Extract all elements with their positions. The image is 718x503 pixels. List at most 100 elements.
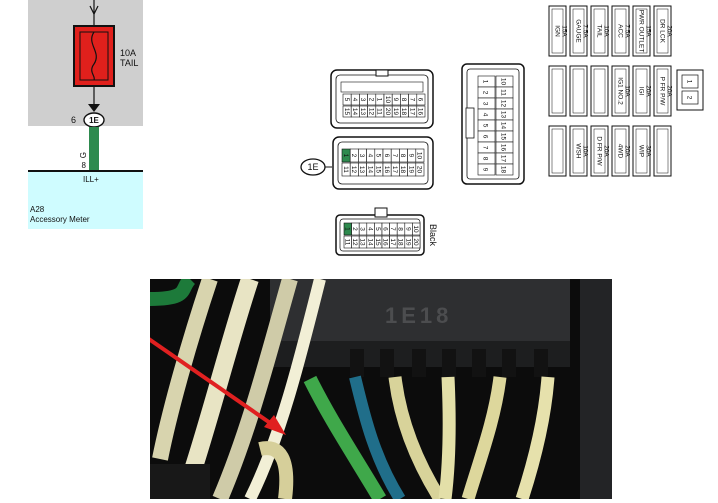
fuse-name-label: IGI <box>638 87 645 96</box>
fuse-slot-inner <box>614 68 627 114</box>
fuse-amp-label: 10A <box>624 85 631 97</box>
fuse-slot <box>653 5 672 57</box>
cream-wire-2 <box>181 279 259 482</box>
fuse-slot-inner <box>635 68 648 114</box>
tl-row1-pin-label: 4 <box>351 98 358 102</box>
fuse-name-label: GAUGE <box>575 19 582 43</box>
fuse-slot <box>569 65 588 117</box>
bt-row1-pin-label: 2 <box>351 227 358 231</box>
fuse-amp-label: 20A <box>666 25 673 37</box>
fuse-amp-label: 20A <box>603 145 610 157</box>
um-pin-label: 2 <box>482 91 489 95</box>
ml-row2-pin-label: 12 <box>350 166 357 174</box>
ml-row2-pin-label: 16 <box>383 166 390 174</box>
ml-row1-pin-label: 3 <box>358 154 365 158</box>
tl-row1-pin-label: 5 <box>343 98 350 102</box>
fuse-rating: 10A <box>120 48 136 58</box>
bt-row2-pin-label: 15 <box>374 238 381 246</box>
fuse-slot-inner <box>593 68 606 114</box>
um-col-a-cell <box>477 163 496 176</box>
ml-row2-cell <box>415 162 425 177</box>
fuse-amp-label: 30A <box>645 145 652 157</box>
tl-row1-cell <box>416 93 426 106</box>
um-col-b-cell <box>495 163 514 176</box>
connector-1e-tag: 1E <box>307 162 318 172</box>
fuse-amp-label: 15A <box>645 25 652 37</box>
um-pin-label: 15 <box>500 133 507 141</box>
ml-row2-pin-label: 18 <box>399 166 406 174</box>
fuse-amp-label: 7.5A <box>624 24 631 38</box>
fuse-name-label: TAIL <box>596 24 603 38</box>
tl-row2-pin-label: 13 <box>359 108 366 116</box>
fuse-slot-inner <box>572 8 585 54</box>
fuse-name-label: PWR OUTLET <box>638 10 645 53</box>
fuse-slot <box>632 125 651 177</box>
fuse-name-label: IG1 NO.2 <box>617 77 624 105</box>
tl-row1-pin-label: 6 <box>417 98 424 102</box>
connector-tag: 1E <box>89 116 99 125</box>
fuse-slot-inner <box>635 128 648 174</box>
ml-row1-pin-label: 10 <box>416 152 423 160</box>
fuse-amp-label: 20A <box>666 85 673 97</box>
fuse-slot <box>569 5 588 57</box>
um-pin-label: 14 <box>500 122 507 130</box>
ml-row1-pin-label: 6 <box>383 154 390 158</box>
tl-row2-pin-label: 12 <box>367 108 374 116</box>
fuse-slot-inner <box>656 128 669 174</box>
um-pin-label: 4 <box>482 113 489 117</box>
cream-wire-1 <box>152 279 218 461</box>
component-id: A28 <box>30 205 45 214</box>
tl-row1-pin-label: 8 <box>400 98 407 102</box>
wire-tan-1 <box>388 376 446 499</box>
fuse-slot-inner <box>614 128 627 174</box>
bt-row2-pin-label: 12 <box>351 238 358 246</box>
um-pin-label: 8 <box>482 157 489 161</box>
fuse-name-label: IGN <box>554 25 561 37</box>
fuse-name-label: ACC <box>617 24 624 38</box>
bt-row1-pin-label: 6 <box>382 227 389 231</box>
wire-color: G <box>79 152 88 158</box>
bt-row1-cell <box>412 222 421 236</box>
tl-row2-pin-label: 11 <box>376 108 383 115</box>
tl-row1-pin-label: 2 <box>367 98 374 102</box>
fuse-amp-label: 20A <box>645 85 652 97</box>
fuse-slot-inner <box>572 128 585 174</box>
fuse-amp-label: 20A <box>624 145 631 157</box>
relay-pin-label: 2 <box>686 96 693 100</box>
ml-row1-pin-label: 9 <box>407 154 414 158</box>
um-pin-label: 13 <box>500 111 507 119</box>
um-pin-label: 17 <box>500 155 507 163</box>
fuse-slot <box>611 5 630 57</box>
fuse-slot-inner <box>572 68 585 114</box>
bt-row2-pin-label: 11 <box>344 239 351 246</box>
tl-row1-pin-label: 10 <box>384 96 391 104</box>
bt-row2-pin-label: 14 <box>366 238 373 246</box>
um-pin-label: 9 <box>482 168 489 172</box>
fuse-slot <box>611 125 630 177</box>
fuse-slot <box>590 125 609 177</box>
fuse-amp-label: 7.5A <box>582 24 589 38</box>
tl-row2-pin-label: 18 <box>400 108 407 116</box>
relay-pin-label: 1 <box>686 80 693 84</box>
bt-row2-pin-label: 18 <box>397 238 404 246</box>
tl-row1-pin-label: 3 <box>359 98 366 102</box>
tl-row2-cell <box>416 105 426 118</box>
bt-row1-pin-label: 1 <box>344 227 351 231</box>
pin-number: 6 <box>71 115 76 125</box>
ml-row2-pin-label: 14 <box>366 166 373 174</box>
bt-row1-pin-label: 4 <box>366 227 373 231</box>
ml-row1-pin-label: 7 <box>391 154 398 158</box>
ml-row2-pin-label: 15 <box>375 166 382 174</box>
top-green-wire <box>150 279 196 306</box>
cream-wire-3 <box>212 279 298 499</box>
fuse-slot-inner <box>593 128 606 174</box>
tl-row2-pin-label: 14 <box>351 108 358 116</box>
relay-pin-box <box>681 74 699 89</box>
component-name: Accessory Meter <box>30 215 90 224</box>
fuse-slot-inner <box>551 8 564 54</box>
